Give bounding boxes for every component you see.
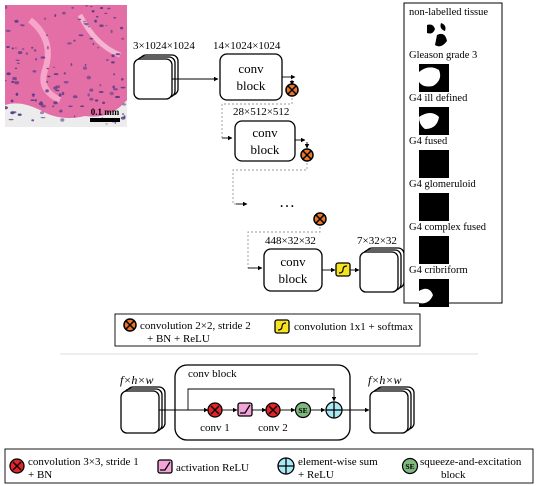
level4-dims: 448×32×32 [265, 235, 316, 247]
class-label: G4 fused [409, 136, 448, 147]
conv3x3-icon [207, 402, 223, 418]
top-legend [114, 313, 421, 347]
conv-block-label: block [251, 142, 280, 157]
class-mask [419, 236, 449, 264]
svg-text:SE: SE [405, 462, 414, 471]
class-label: Gleason grade 3 [409, 50, 477, 61]
element-wise-sum-icon [325, 401, 343, 419]
sum-legend-text-2: + ReLU [298, 469, 334, 481]
conv-block-level2 [234, 120, 296, 162]
scale-bar-label: 0.1 mm [91, 107, 120, 117]
block-output-stack [369, 386, 415, 434]
ellipsis: … [279, 194, 295, 211]
sum-legend-icon [277, 457, 295, 475]
class-mask [419, 193, 449, 221]
class-mask-region [419, 288, 433, 304]
input-dims: 3×1024×1024 [133, 40, 195, 52]
class-label: G4 cribriform [409, 265, 468, 276]
class-mask-region [435, 33, 447, 47]
se-block-icon: SE [294, 401, 312, 419]
relu-legend-icon [157, 459, 173, 474]
conv-block-label: block [237, 78, 266, 93]
conv-block-title: conv block [188, 368, 237, 380]
bottom-legend [4, 448, 534, 484]
output-dims: 7×32×32 [357, 235, 397, 247]
sum-legend-text: element-wise sum [298, 456, 378, 468]
class-mask [419, 150, 449, 178]
relu-icon [237, 402, 253, 417]
conv1x1-legend-icon [274, 319, 290, 334]
conv3x3-icon [265, 402, 281, 418]
conv2-label: conv 2 [258, 422, 288, 434]
class-label: non-labelled tissue [409, 7, 488, 18]
class-mask-region [440, 23, 446, 31]
conv2x2-legend-icon [123, 318, 137, 332]
conv-block-label: block [279, 271, 308, 286]
histology-image [5, 5, 127, 127]
level1-dims: 14×1024×1024 [213, 40, 281, 52]
conv2x2-down-icon [285, 83, 299, 97]
relu-legend-text: activation ReLU [176, 462, 249, 474]
se-legend-text-2: block [441, 469, 466, 481]
class-label: G4 complex fused [409, 222, 487, 233]
conv-block-detail-box [174, 364, 351, 441]
conv1x1-softmax-icon [335, 262, 351, 277]
conv3x3-legend-text: convolution 3×3, stride 1 [28, 456, 139, 468]
output-stack [359, 247, 405, 293]
level2-dims: 28×512×512 [233, 106, 289, 118]
class-mask-region [419, 67, 441, 87]
input-stack [133, 54, 179, 100]
block-input-stack [120, 386, 166, 434]
conv3x3-legend-icon [9, 458, 25, 474]
conv-block-label: conv [280, 254, 306, 269]
conv2x2-legend-text-2: + BN + ReLU [147, 333, 210, 345]
conv1x1-legend-text: convolution 1x1 + softmax [294, 321, 413, 333]
conv2x2-down-icon [313, 212, 327, 226]
conv1-label: conv 1 [200, 422, 230, 434]
conv-block-label: conv [252, 125, 278, 140]
svg-text:SE: SE [298, 406, 307, 415]
se-legend-icon: SE [401, 457, 419, 475]
class-output-panel [403, 2, 503, 304]
block-input-dims: f×h×w [120, 373, 154, 387]
conv2x2-down-icon [300, 148, 314, 162]
se-legend-text: squeeze-and-excitation [420, 456, 522, 468]
conv2x2-legend-text: convolution 2×2, stride 2 [140, 320, 251, 332]
class-mask-region [419, 113, 439, 129]
conv-block-label: conv [238, 61, 264, 76]
conv3x3-legend-text-2: + BN [28, 469, 52, 481]
class-label: G4 ill defined [409, 93, 468, 104]
class-label: G4 glomeruloid [409, 179, 477, 190]
class-mask-region [427, 24, 435, 34]
block-output-dims: f×h×w [368, 373, 402, 387]
scale-bar [90, 118, 120, 122]
class-mask [419, 21, 449, 49]
